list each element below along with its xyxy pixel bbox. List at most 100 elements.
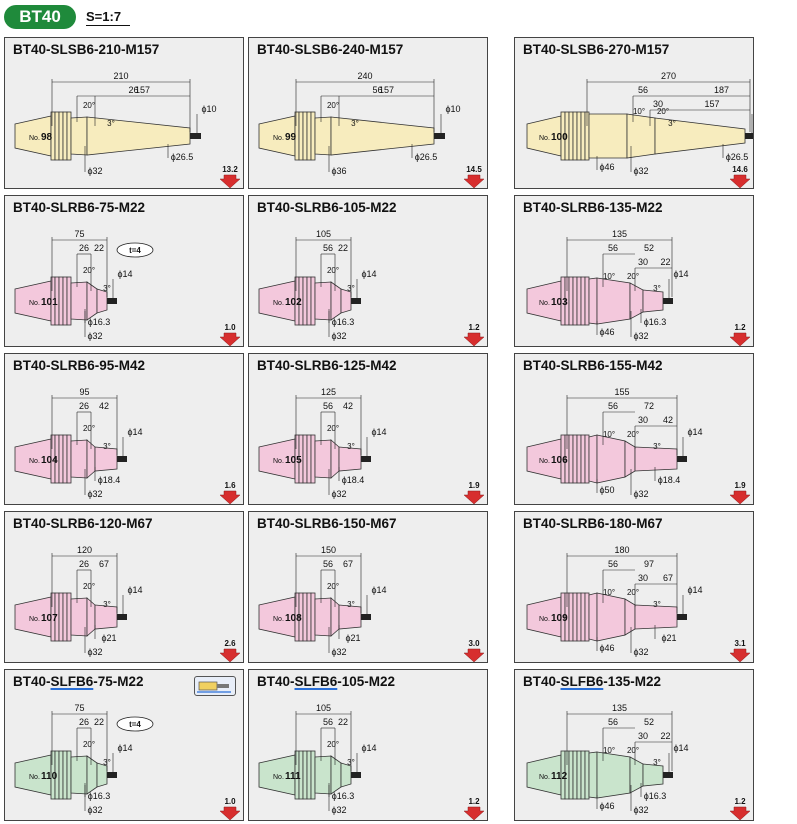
shank-diameter: ϕ21: [661, 633, 676, 643]
down-arrow-icon: [729, 806, 751, 820]
holder-number: No.105: [273, 455, 302, 466]
flange-ring: [62, 111, 68, 161]
dim-length-3: 30: [638, 731, 648, 741]
overall-length: 180: [614, 545, 629, 555]
angle-label-1: 20°: [83, 101, 95, 110]
coolant-holder-icon: [194, 676, 236, 696]
flange-ring: [66, 592, 72, 642]
holder-number: No.101: [29, 297, 58, 308]
dim-length-4: 67: [663, 573, 673, 583]
shank-segment: [330, 281, 342, 321]
down-arrow-icon: [729, 332, 751, 346]
weight-value: 3.1: [734, 639, 746, 648]
flange-ring: [66, 111, 72, 161]
code-suffix: -105-M22: [337, 674, 396, 689]
flange-ring: [576, 434, 582, 484]
angle-label-1: 20°: [657, 107, 669, 116]
holder-number-prefix: No.: [29, 300, 40, 307]
shank-segment: [330, 116, 435, 156]
flange-ring: [306, 434, 312, 484]
angle-label-1: 20°: [327, 101, 339, 110]
shank-segment: [94, 604, 118, 630]
shank-segment: [588, 434, 598, 484]
shank-diameter: ϕ21: [101, 633, 116, 643]
tip-diameter: ϕ14: [361, 743, 376, 753]
code-prefix: BT40-: [257, 516, 295, 531]
down-arrow-icon: [729, 174, 751, 188]
dim-length-1: 56: [608, 559, 618, 569]
dim-length-2: 52: [644, 717, 654, 727]
collet-tip: [745, 133, 753, 139]
dim-length-3: 30: [653, 99, 663, 109]
tip-diameter: ϕ14: [117, 743, 132, 753]
holder-number: No.111: [273, 771, 301, 782]
shank-diameter: ϕ18.4: [98, 475, 121, 485]
down-arrow-icon: [219, 332, 241, 346]
flange-ring: [66, 434, 72, 484]
thickness-note-bubble: [116, 716, 154, 732]
angle-label-1: 20°: [627, 588, 639, 597]
overall-length: 120: [77, 545, 92, 555]
holder-number: No.109: [539, 613, 568, 624]
angle-label-2: 3°: [347, 442, 355, 451]
shank-segment: [86, 281, 98, 321]
flange-diameter: ϕ46: [599, 801, 614, 811]
holder-number-value: 108: [285, 613, 302, 624]
product-code: BT40-SLRB6-105-M22: [257, 200, 397, 215]
shank-diameter: ϕ16.3: [88, 317, 111, 327]
dim-length-4: 157: [704, 99, 719, 109]
flange-ring: [568, 276, 574, 326]
overall-length: 75: [74, 229, 84, 239]
dim-length-2: 52: [644, 243, 654, 253]
code-model: SLFB6: [560, 674, 604, 689]
code-suffix: -180-M67: [604, 516, 663, 531]
dim-length-1: 26: [79, 401, 89, 411]
flange-ring: [572, 276, 578, 326]
flange-ring: [62, 750, 68, 800]
shank-segment: [588, 277, 598, 325]
dim-length-1: 56: [323, 717, 333, 727]
body-diameter: ϕ32: [633, 331, 648, 341]
code-model: SLFB6: [294, 674, 338, 689]
code-suffix: -135-M22: [604, 200, 663, 215]
collet-tip: [107, 772, 117, 778]
body-diameter: ϕ32: [87, 805, 102, 815]
flange-ring: [584, 592, 590, 642]
tip-diameter: ϕ14: [673, 269, 688, 279]
flange-ring: [584, 750, 590, 800]
dim-length-1: 56: [372, 85, 382, 95]
body-diameter: ϕ32: [87, 331, 102, 341]
weight-value: 14.6: [732, 165, 748, 174]
flange-ring: [310, 592, 316, 642]
thickness-note-bubble: [116, 242, 154, 258]
flange-ring: [306, 592, 312, 642]
dim-length-2: 22: [338, 717, 348, 727]
body-diameter: ϕ32: [331, 647, 346, 657]
overall-length: 105: [316, 703, 331, 713]
flange-ring: [54, 111, 60, 161]
code-prefix: BT40-: [523, 42, 561, 57]
holder-number-value: 109: [551, 613, 568, 624]
body-diameter: ϕ32: [87, 166, 102, 176]
overall-length: 125: [321, 387, 336, 397]
angle-label-2: 3°: [103, 600, 111, 609]
shank-segment: [588, 113, 628, 159]
holder-number: No.104: [29, 455, 58, 466]
